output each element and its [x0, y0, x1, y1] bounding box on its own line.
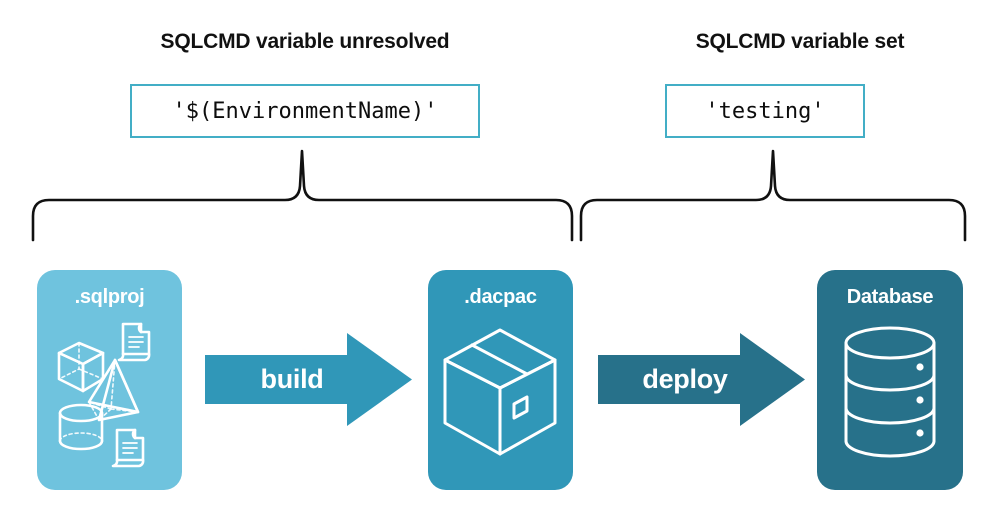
- stage-box-database: Database: [817, 270, 963, 490]
- database-cylinder-icon: [844, 326, 936, 458]
- cylinder-icon: [58, 403, 104, 451]
- scroll-icon: [117, 322, 151, 362]
- stage-label-sqlproj: .sqlproj: [74, 286, 145, 308]
- package-box-icon: [443, 328, 557, 456]
- pyramid-icon: [87, 358, 140, 422]
- left-brace-icon: [31, 149, 574, 242]
- heading-sqlcmd-variable-unresolved: SQLCMD variable unresolved: [160, 30, 450, 53]
- scroll-icon: [111, 428, 145, 468]
- status-dot: [916, 363, 924, 371]
- heading-sqlcmd-variable-set: SQLCMD variable set: [695, 30, 905, 53]
- arrow-build: build: [205, 333, 412, 426]
- status-dot: [916, 396, 924, 404]
- stage-label-dacpac: .dacpac: [464, 286, 537, 308]
- right-brace-icon: [579, 149, 967, 242]
- project-artifacts-icon: [57, 322, 151, 468]
- stage-label-database: Database: [846, 286, 934, 308]
- stage-box-dacpac: .dacpac: [428, 270, 573, 490]
- code-box-testing: 'testing': [665, 84, 865, 138]
- arrow-right-icon: [598, 333, 805, 426]
- code-box-environment-name: '$(EnvironmentName)': [130, 84, 480, 138]
- arrow-right-icon: [205, 333, 412, 426]
- arrow-deploy: deploy: [598, 333, 805, 426]
- cube-icon: [57, 341, 105, 393]
- status-dot: [916, 429, 924, 437]
- stage-box-sqlproj: .sqlproj: [37, 270, 182, 490]
